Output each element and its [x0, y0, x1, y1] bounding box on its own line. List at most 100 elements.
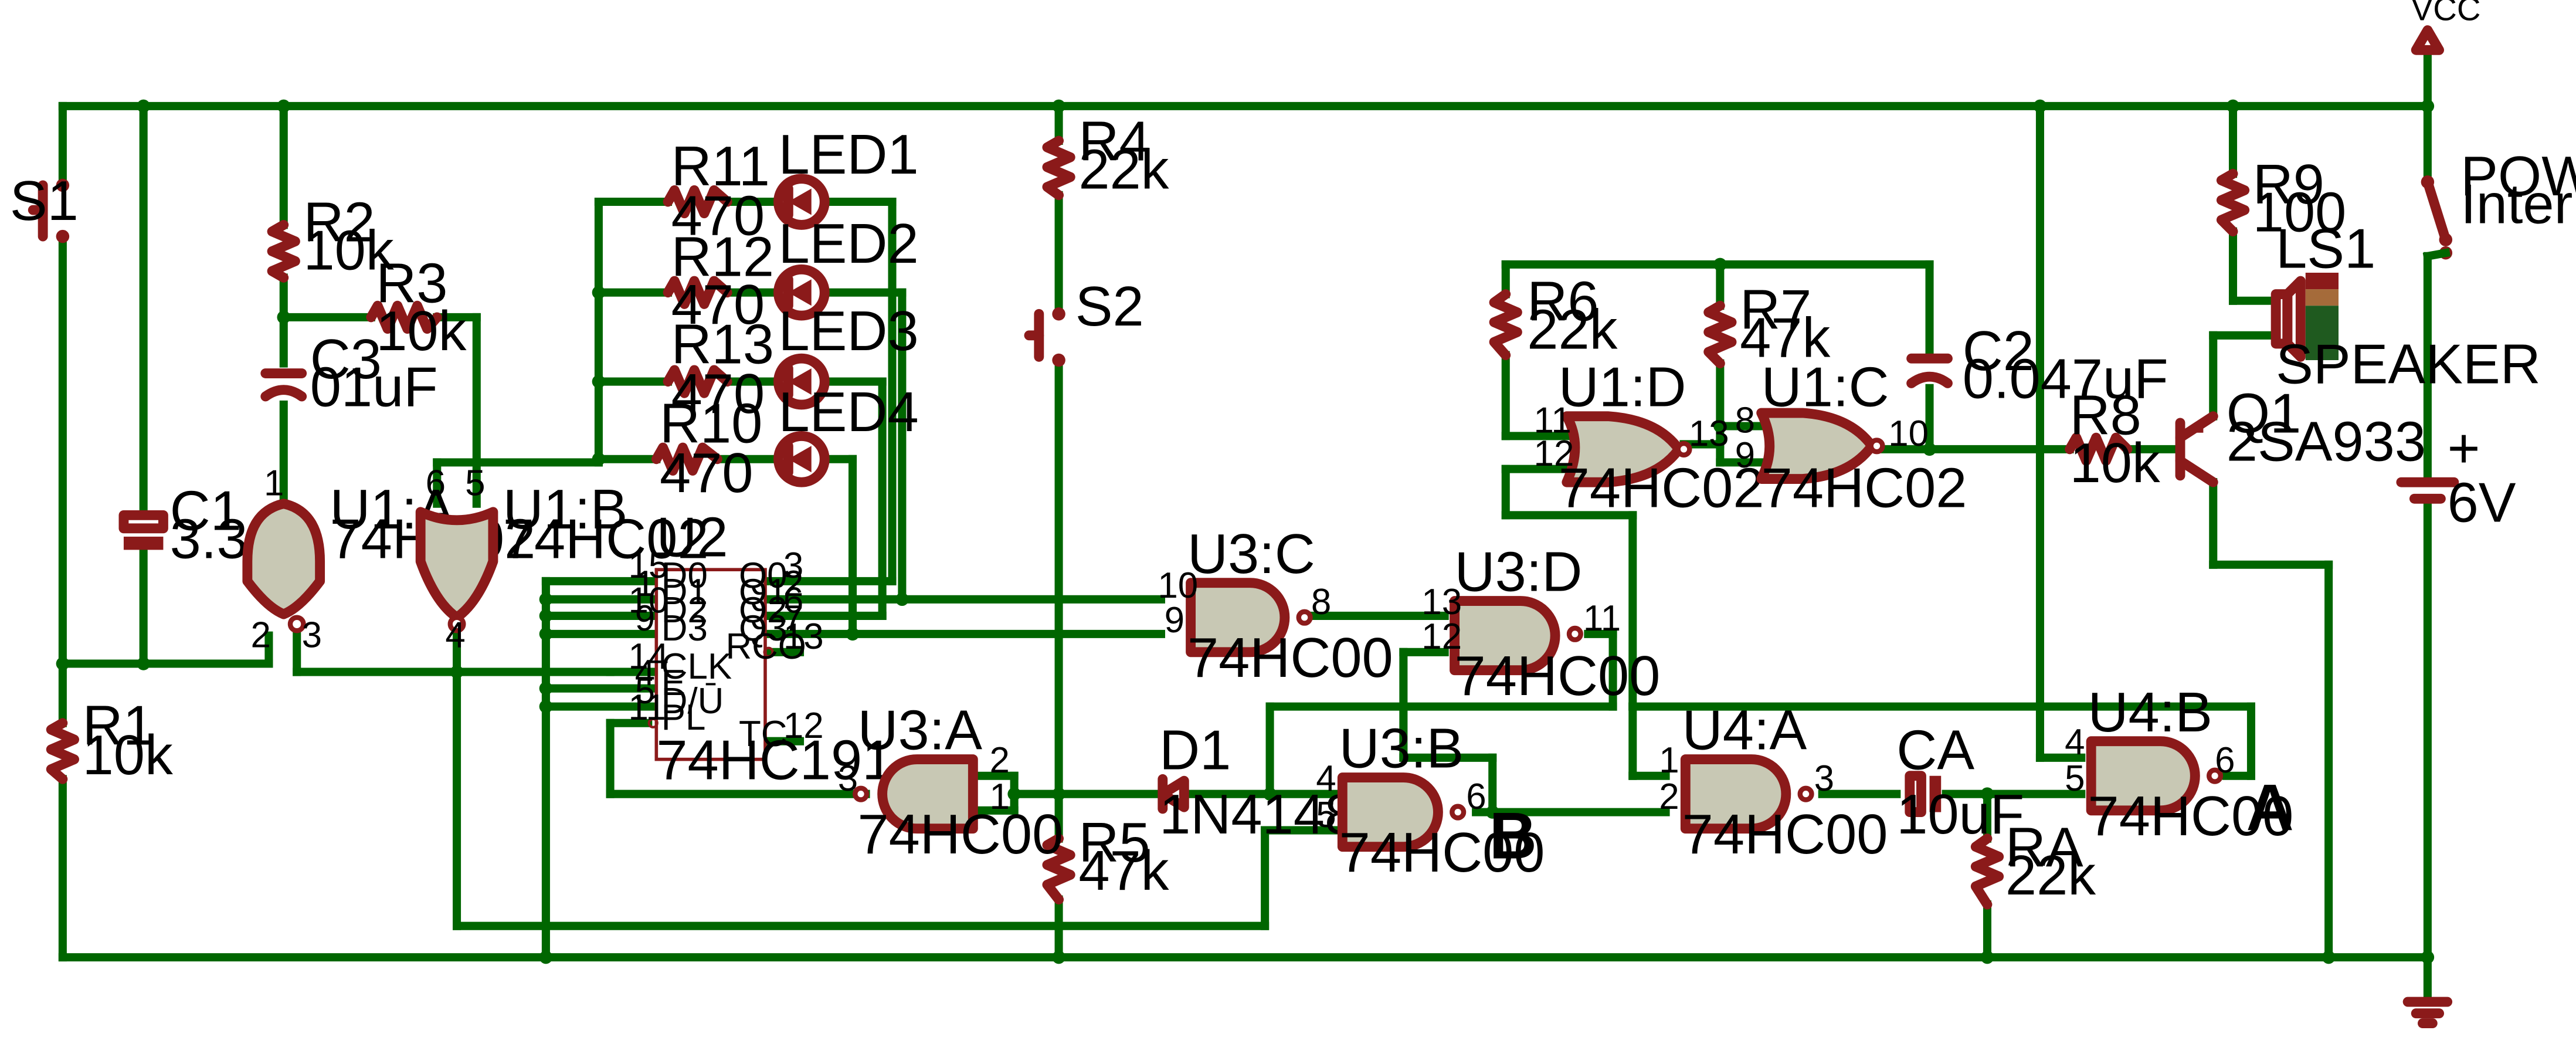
r6-ref: R6 — [1527, 270, 1598, 333]
resistor-r1: R1 10k — [46, 694, 173, 787]
r13-ref: R13 — [671, 313, 774, 376]
s1-ref: S1 — [10, 170, 79, 232]
u1d-part: 74HC02 — [1559, 456, 1764, 519]
u1c-part: 74HC02 — [1762, 456, 1967, 519]
d1-value: 1N4148 — [1159, 783, 1356, 846]
c2-value: 0.047uF — [1963, 348, 2168, 411]
gate-u1d: 11 12 13 U1:D 74HC02 — [1534, 356, 1764, 520]
power-switch-name: Interrupteur — [2460, 173, 2576, 236]
gate-pin-num: 6 — [426, 463, 446, 504]
u3c-part: 74HC00 — [1187, 626, 1393, 689]
u4b-part: 74HC00 — [2088, 785, 2294, 848]
gate-pin-num: 1 — [989, 777, 1009, 817]
resistor-r12: R12 470 — [663, 226, 774, 336]
diode-d1: D1 1N4148 — [1158, 719, 1356, 846]
r13-value: 470 — [671, 362, 765, 425]
resistor-r2: R2 10k — [267, 191, 394, 283]
junction-dots — [56, 99, 2435, 964]
power-switch-ref: POWER — [2460, 145, 2576, 208]
ls1-ref: LS1 — [2276, 218, 2375, 280]
gate-pin-num: 2 — [1659, 777, 1679, 817]
resistor-r5: R5 47k — [1042, 811, 1169, 905]
resistor-r6: R6 22k — [1489, 270, 1618, 361]
gate-pin-num: 12 — [1534, 433, 1574, 474]
u1d-ref: U1:D — [1559, 356, 1686, 419]
u1b-part: 74HC02 — [503, 507, 709, 570]
gate-pin-num: 4 — [445, 615, 465, 655]
gate-pin-num: 8 — [1735, 401, 1755, 441]
u2-pin-num: 14 — [629, 636, 669, 677]
r6-value: 22k — [1527, 298, 1617, 361]
r12-ref: R12 — [671, 226, 774, 289]
u2-pin-num: 3 — [783, 545, 803, 586]
ls1-value: SPEAKER — [2276, 333, 2541, 395]
gate-pin-num: 13 — [1421, 582, 1462, 622]
gate-pin-num: 9 — [1735, 435, 1755, 476]
u2-pin-name: Q2 — [739, 590, 788, 631]
r5-ref: R5 — [1078, 811, 1150, 874]
gate-pin-num: 10 — [1888, 414, 1929, 454]
c2-ref: C2 — [1963, 320, 2034, 382]
gate-u4a: 1 2 3 U4:A 74HC00 — [1659, 699, 1888, 866]
gate-pin-num: 5 — [2065, 758, 2085, 799]
r1-value: 10k — [83, 724, 173, 787]
capacitor-ca: CA 10uF — [1896, 719, 2024, 846]
u2-pin-num: 11 — [629, 687, 666, 728]
transistor-q1: Q1 2SA933 — [2175, 382, 2426, 487]
u2-pin-num: 5 — [635, 671, 655, 711]
gate-u4b: 4 5 6 U4:B 74HC00 — [2065, 681, 2293, 848]
r2-value: 10k — [303, 219, 393, 282]
gate-pin-num: 5 — [465, 463, 485, 504]
u3d-part: 74HC00 — [1455, 645, 1661, 707]
r7-value: 47k — [1740, 306, 1830, 369]
u2-pin-name: D0 — [661, 555, 708, 596]
gate-pin-num: 4 — [1316, 758, 1336, 799]
u2-pin-name: D2 — [661, 590, 708, 631]
r11-ref: R11 — [671, 135, 770, 198]
s2-ref: S2 — [1075, 275, 1144, 338]
resistor-r9: R9 100 — [2216, 153, 2347, 244]
power-switch[interactable]: POWER Interrupteur — [2421, 145, 2576, 262]
u4a-ref: U4:A — [1682, 699, 1807, 762]
u2-part: 74HC191 — [656, 728, 893, 791]
gate-pin-num: 2 — [250, 615, 270, 655]
r5-value: 47k — [1078, 839, 1169, 902]
r8-ref: R8 — [2070, 384, 2141, 447]
switch-s2[interactable]: S2 — [1024, 275, 1144, 367]
u2-pin-name: Q0 — [739, 555, 788, 596]
ca-value: 10uF — [1896, 783, 2024, 846]
r3-value: 10k — [376, 300, 466, 362]
u2-pin-name: RCO — [725, 626, 806, 667]
u2-pin-name: Q1 — [739, 572, 788, 612]
gate-pin-num: 1 — [264, 463, 284, 504]
r4-value: 22k — [1078, 138, 1169, 201]
resistor-r10: R10 470 — [651, 392, 762, 504]
resistor-ra: RA 22k — [1970, 816, 2096, 910]
q1-value: 2SA933 — [2227, 411, 2426, 473]
ground-symbol — [2402, 997, 2453, 1029]
u2-pin-num: 6 — [783, 580, 803, 621]
r10-ref: R10 — [660, 392, 762, 455]
battery-plus: + — [2448, 417, 2480, 480]
gate-pin-num: 8 — [1311, 582, 1331, 622]
u3c-ref: U3:C — [1187, 523, 1315, 585]
resistor-r13: R13 470 — [663, 313, 774, 425]
r7-ref: R7 — [1740, 279, 1811, 341]
gate-pin-num: 6 — [1466, 777, 1486, 817]
gate-pin-num: 3 — [1814, 758, 1834, 799]
test-point-a: A — [2246, 771, 2294, 845]
gate-pin-num: 13 — [1689, 414, 1729, 454]
r10-value: 470 — [660, 442, 754, 504]
r9-value: 100 — [2253, 181, 2347, 244]
r12-value: 470 — [671, 273, 765, 336]
u2-pin-num: 4 — [635, 653, 655, 693]
switch-s1[interactable]: S1 — [10, 170, 79, 243]
u2-pin-num: 1 — [635, 564, 655, 604]
led4-ref: LED4 — [778, 381, 918, 443]
r2-ref: R2 — [303, 191, 375, 254]
led-4: LED4 — [773, 381, 919, 487]
u2-pin-name: D1 — [661, 572, 708, 612]
gate-u3a: 2 1 3 U3:A 74HC00 — [838, 699, 1064, 866]
resistor-r4: R4 22k — [1042, 110, 1169, 201]
